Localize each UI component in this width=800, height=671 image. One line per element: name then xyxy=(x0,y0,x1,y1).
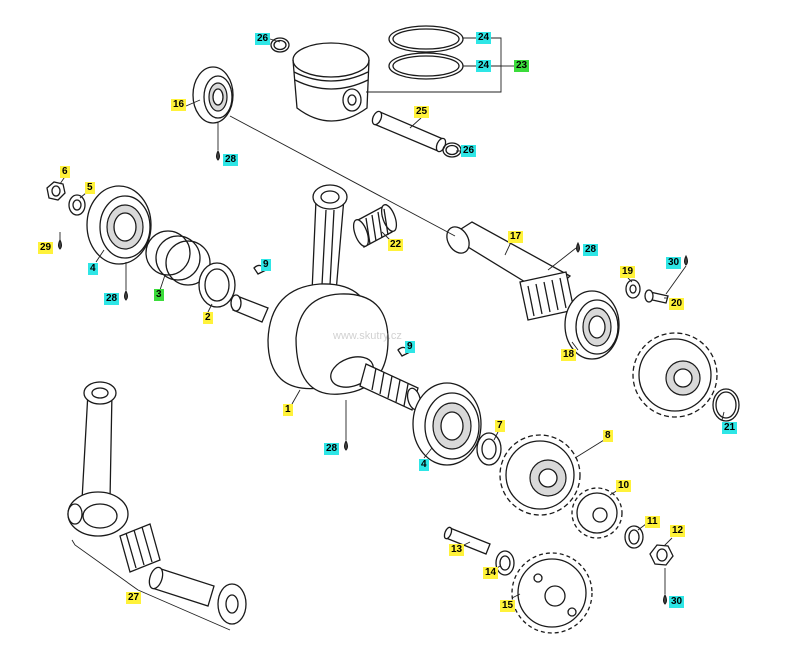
label-28a: 28 xyxy=(223,154,239,166)
label-16: 16 xyxy=(171,99,187,111)
washer-5 xyxy=(68,194,86,216)
needle-bearing-22 xyxy=(352,204,398,248)
nut-12 xyxy=(649,544,674,566)
label-6: 6 xyxy=(60,166,70,178)
piston-circlip-26-bottom xyxy=(442,142,462,158)
label-24a: 24 xyxy=(476,32,492,44)
label-19: 19 xyxy=(620,266,636,278)
piston-circlip-26-top xyxy=(270,37,290,53)
label-5: 5 xyxy=(85,182,95,194)
label-4b: 4 xyxy=(419,459,429,471)
label-8: 8 xyxy=(603,430,613,442)
label-24b: 24 xyxy=(476,60,492,72)
gear-8 xyxy=(499,434,581,516)
shims-3 xyxy=(145,230,211,286)
balancer-shaft-17 xyxy=(446,221,575,321)
drop-icon-30-b xyxy=(663,593,667,605)
bearing-18 xyxy=(564,290,620,360)
label-2: 2 xyxy=(203,312,213,324)
piston-pin-25 xyxy=(371,110,447,153)
label-3: 3 xyxy=(154,289,164,301)
label-29: 29 xyxy=(38,242,54,254)
label-17: 17 xyxy=(508,231,524,243)
label-13: 13 xyxy=(449,544,465,556)
label-22: 22 xyxy=(388,239,404,251)
bolt-20 xyxy=(644,289,669,304)
drop-icon-28-d xyxy=(344,439,348,451)
label-18: 18 xyxy=(561,349,577,361)
bearing-16 xyxy=(192,66,234,124)
label-28d: 28 xyxy=(324,443,340,455)
label-11: 11 xyxy=(645,516,660,528)
watermark: www.skutry.cz xyxy=(333,330,402,342)
washer-7 xyxy=(476,432,502,466)
drop-icon-30-a xyxy=(684,254,688,266)
label-4a: 4 xyxy=(88,263,98,275)
bearing-4-right xyxy=(412,382,482,466)
bearing-4-left xyxy=(86,185,152,265)
drop-icon-28-b xyxy=(124,289,128,301)
pin-13 xyxy=(443,526,491,555)
label-23: 23 xyxy=(514,60,530,72)
washer-14 xyxy=(495,550,515,576)
drop-icon-29 xyxy=(58,238,62,250)
piston xyxy=(292,42,370,122)
drop-icon-28-c xyxy=(576,241,580,253)
label-28b: 28 xyxy=(104,293,120,305)
label-10: 10 xyxy=(616,480,632,492)
label-26a: 26 xyxy=(255,33,271,45)
conrod-kit-27 xyxy=(67,381,247,625)
seal-2 xyxy=(198,262,236,308)
label-26b: 26 xyxy=(461,145,477,157)
label-21: 21 xyxy=(722,422,738,434)
washer-11 xyxy=(624,525,644,549)
label-30a: 30 xyxy=(666,257,682,269)
crankshaft-1 xyxy=(230,283,422,411)
label-7: 7 xyxy=(495,420,505,432)
gear-15 xyxy=(511,552,593,634)
drop-icon-28-a xyxy=(216,149,220,161)
label-9b: 9 xyxy=(405,341,415,353)
washer-19 xyxy=(625,279,641,299)
label-9a: 9 xyxy=(261,259,271,271)
label-30b: 30 xyxy=(669,596,685,608)
gear-10 xyxy=(571,487,623,539)
label-1: 1 xyxy=(283,404,293,416)
circlip-21 xyxy=(712,388,740,422)
label-28c: 28 xyxy=(583,244,599,256)
label-25: 25 xyxy=(414,106,430,118)
gear-large-top-right xyxy=(632,332,718,418)
label-15: 15 xyxy=(500,600,516,612)
nut-6 xyxy=(46,181,66,201)
label-20: 20 xyxy=(669,298,685,310)
piston-rings xyxy=(388,25,464,80)
label-27: 27 xyxy=(126,592,142,604)
connecting-rod-upper xyxy=(311,184,348,293)
label-12: 12 xyxy=(670,525,686,537)
label-14: 14 xyxy=(483,567,499,579)
